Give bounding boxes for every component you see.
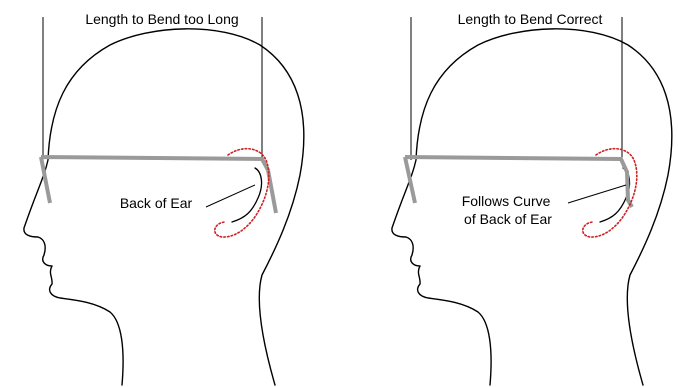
ear-label-leader [206,185,255,207]
ear-back-outline-dotted [215,149,269,237]
ear-label-leader [568,185,626,203]
panel-title: Length to Bend Correct [458,11,603,27]
ear-label-line: Follows Curve [462,193,551,209]
panel-too-long: Length to Bend too Long Back of Ear [24,11,304,385]
ear-label-line: Back of Ear [120,195,193,211]
ear-label: Follows Curve of Back of Ear [462,193,555,227]
panel-title: Length to Bend too Long [85,11,238,27]
panel-correct: Length to Bend Correct Follows Curve of … [392,11,672,385]
ear-label: Back of Ear [120,195,193,211]
ear-label-line: of Back of Ear [464,211,552,227]
